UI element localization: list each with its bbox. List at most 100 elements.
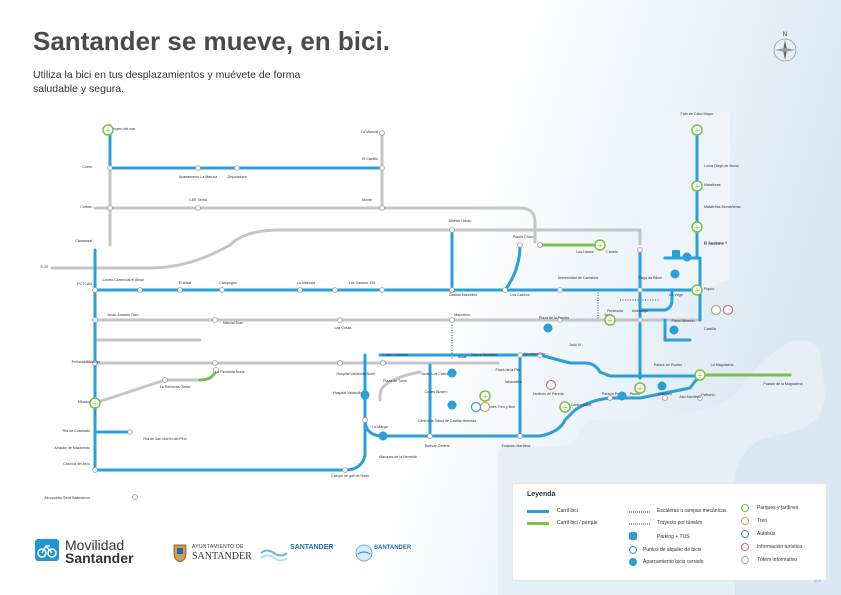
legend-title: Leyenda bbox=[527, 491, 556, 498]
park-icon bbox=[741, 504, 749, 512]
stop-marker bbox=[449, 227, 455, 233]
stop-marker bbox=[127, 429, 133, 435]
svg-text:+: + bbox=[597, 242, 603, 250]
park-icon: + bbox=[691, 124, 703, 136]
stop-label: Jardines de Pereda bbox=[532, 392, 563, 396]
stop-label: Ciriego bbox=[89, 360, 100, 364]
stop-label: La Marga bbox=[372, 425, 387, 429]
stop-label: La Magdalena bbox=[711, 363, 734, 367]
stop-label: Campo de golf de Raos bbox=[331, 474, 369, 478]
logo-santander-city: SANTANDER bbox=[260, 544, 340, 562]
logo-santander-tourism: SANTANDER bbox=[355, 542, 411, 564]
stop-label: Camarreal bbox=[75, 239, 92, 243]
legend-label: Carril bici / parque bbox=[557, 520, 598, 526]
road-segment bbox=[378, 370, 422, 402]
svg-text:+: + bbox=[694, 127, 700, 135]
stop-label: Alisal bbox=[458, 355, 467, 359]
stop-label: Cortes Bizarro bbox=[425, 390, 448, 394]
stop-label: El Sardinero bbox=[704, 242, 724, 246]
stop-label: Piquío bbox=[704, 287, 714, 291]
bus-icon bbox=[741, 530, 749, 538]
coat-of-arms-icon bbox=[173, 544, 187, 563]
stop-label: Centro Botín bbox=[571, 403, 591, 407]
stop-marker bbox=[92, 467, 98, 473]
stop-marker bbox=[449, 287, 455, 293]
stop-label: Matalenas bbox=[704, 183, 721, 187]
tourist-info-icon bbox=[741, 543, 749, 551]
stop-label: La Albericia bbox=[297, 281, 316, 285]
stop-marker bbox=[427, 433, 433, 439]
stop-label: Campogiro bbox=[219, 281, 237, 285]
svg-text:+: + bbox=[607, 317, 613, 325]
stop-label: Estación Marítima bbox=[502, 444, 531, 448]
park-icon: + bbox=[694, 369, 706, 381]
stop-label: Apartamento La Maruca bbox=[179, 175, 218, 179]
park-icon: + bbox=[634, 382, 646, 394]
bike-rental-icon bbox=[360, 390, 370, 400]
stop-label: Ciclovía del Arco bbox=[63, 462, 90, 466]
stop-label: Playa de Bikini bbox=[638, 276, 662, 280]
stop-label: CEE Sema bbox=[189, 198, 207, 202]
bike-parking-icon bbox=[629, 558, 637, 566]
stop-marker bbox=[177, 287, 183, 293]
legend-swatch-escalators bbox=[629, 511, 651, 513]
stop-label: Universidad de Cantabria bbox=[558, 276, 599, 280]
logo-movilidad-santander: Movilidad Santander bbox=[35, 537, 150, 566]
train-icon bbox=[479, 401, 491, 413]
stop-label: El Alisal bbox=[179, 281, 192, 285]
bike-lane bbox=[503, 243, 522, 292]
parking-tus-icon bbox=[629, 532, 637, 540]
bike-rental-icon bbox=[682, 252, 692, 262]
stop-label: Palace de Pombo bbox=[654, 363, 682, 367]
stop-label: Tabacalera bbox=[504, 380, 522, 384]
stop-marker bbox=[517, 352, 523, 358]
circle-logo-icon bbox=[355, 544, 373, 562]
stop-label: Mirador bbox=[78, 400, 91, 404]
stop-label: Plaza de Toros bbox=[383, 379, 407, 383]
stop-marker bbox=[337, 360, 343, 366]
svg-text:+: + bbox=[482, 393, 488, 401]
park-icon: + bbox=[89, 397, 101, 409]
bike-lane bbox=[663, 318, 692, 342]
stop-label: Las Cosas bbox=[335, 326, 352, 330]
stop-marker bbox=[517, 242, 523, 248]
stop-marker bbox=[502, 287, 508, 293]
stop-marker bbox=[379, 130, 385, 136]
road-segment bbox=[93, 378, 200, 405]
stop-label: La Vega bbox=[669, 293, 682, 297]
stop-marker bbox=[297, 287, 303, 293]
stop-label: Nueva Montaña bbox=[471, 353, 496, 357]
stop-label: Andariego bbox=[632, 309, 648, 313]
stop-label: Cuatro Caminos bbox=[382, 353, 408, 357]
legend-label: Autobús bbox=[757, 531, 776, 537]
bike-logo-icon bbox=[35, 539, 59, 561]
stop-label: Peñacastillo bbox=[72, 360, 91, 364]
stop-marker bbox=[92, 287, 98, 293]
park-icon: + bbox=[102, 124, 114, 136]
page-title: Santander se mueve, en bici. bbox=[33, 26, 390, 56]
stop-marker bbox=[637, 317, 643, 323]
bike-rental-icon bbox=[657, 381, 667, 391]
stop-label: Avda. Los Castros bbox=[421, 372, 451, 376]
legend-label: Tótem informativo bbox=[757, 557, 798, 563]
stop-label: Centro Comercial el Alisal bbox=[102, 278, 143, 282]
legend-label: Tren bbox=[757, 518, 768, 524]
logo-text: Santander bbox=[65, 550, 134, 566]
stop-label: Depuradora bbox=[228, 175, 247, 179]
stop-marker bbox=[219, 287, 225, 293]
legend-label: Parques y jardines bbox=[757, 505, 799, 511]
stop-label: Marcial Díaz bbox=[223, 321, 243, 325]
stop-label: Marcelino bbox=[454, 313, 470, 317]
stop-marker bbox=[662, 395, 668, 401]
map-icons-layer: + + + + + + + + + + + + bbox=[89, 124, 734, 441]
svg-text:+: + bbox=[694, 287, 700, 295]
bike-lanes-layer bbox=[93, 128, 702, 472]
stop-marker bbox=[607, 395, 613, 401]
stop-marker bbox=[449, 317, 455, 323]
bike-rental-icon bbox=[447, 400, 457, 410]
bike-lane bbox=[638, 288, 674, 312]
stop-label: Pañuelo bbox=[701, 393, 714, 397]
svg-text:+: + bbox=[105, 127, 111, 135]
stop-label: Estaciones Tren y Bus bbox=[479, 405, 515, 409]
